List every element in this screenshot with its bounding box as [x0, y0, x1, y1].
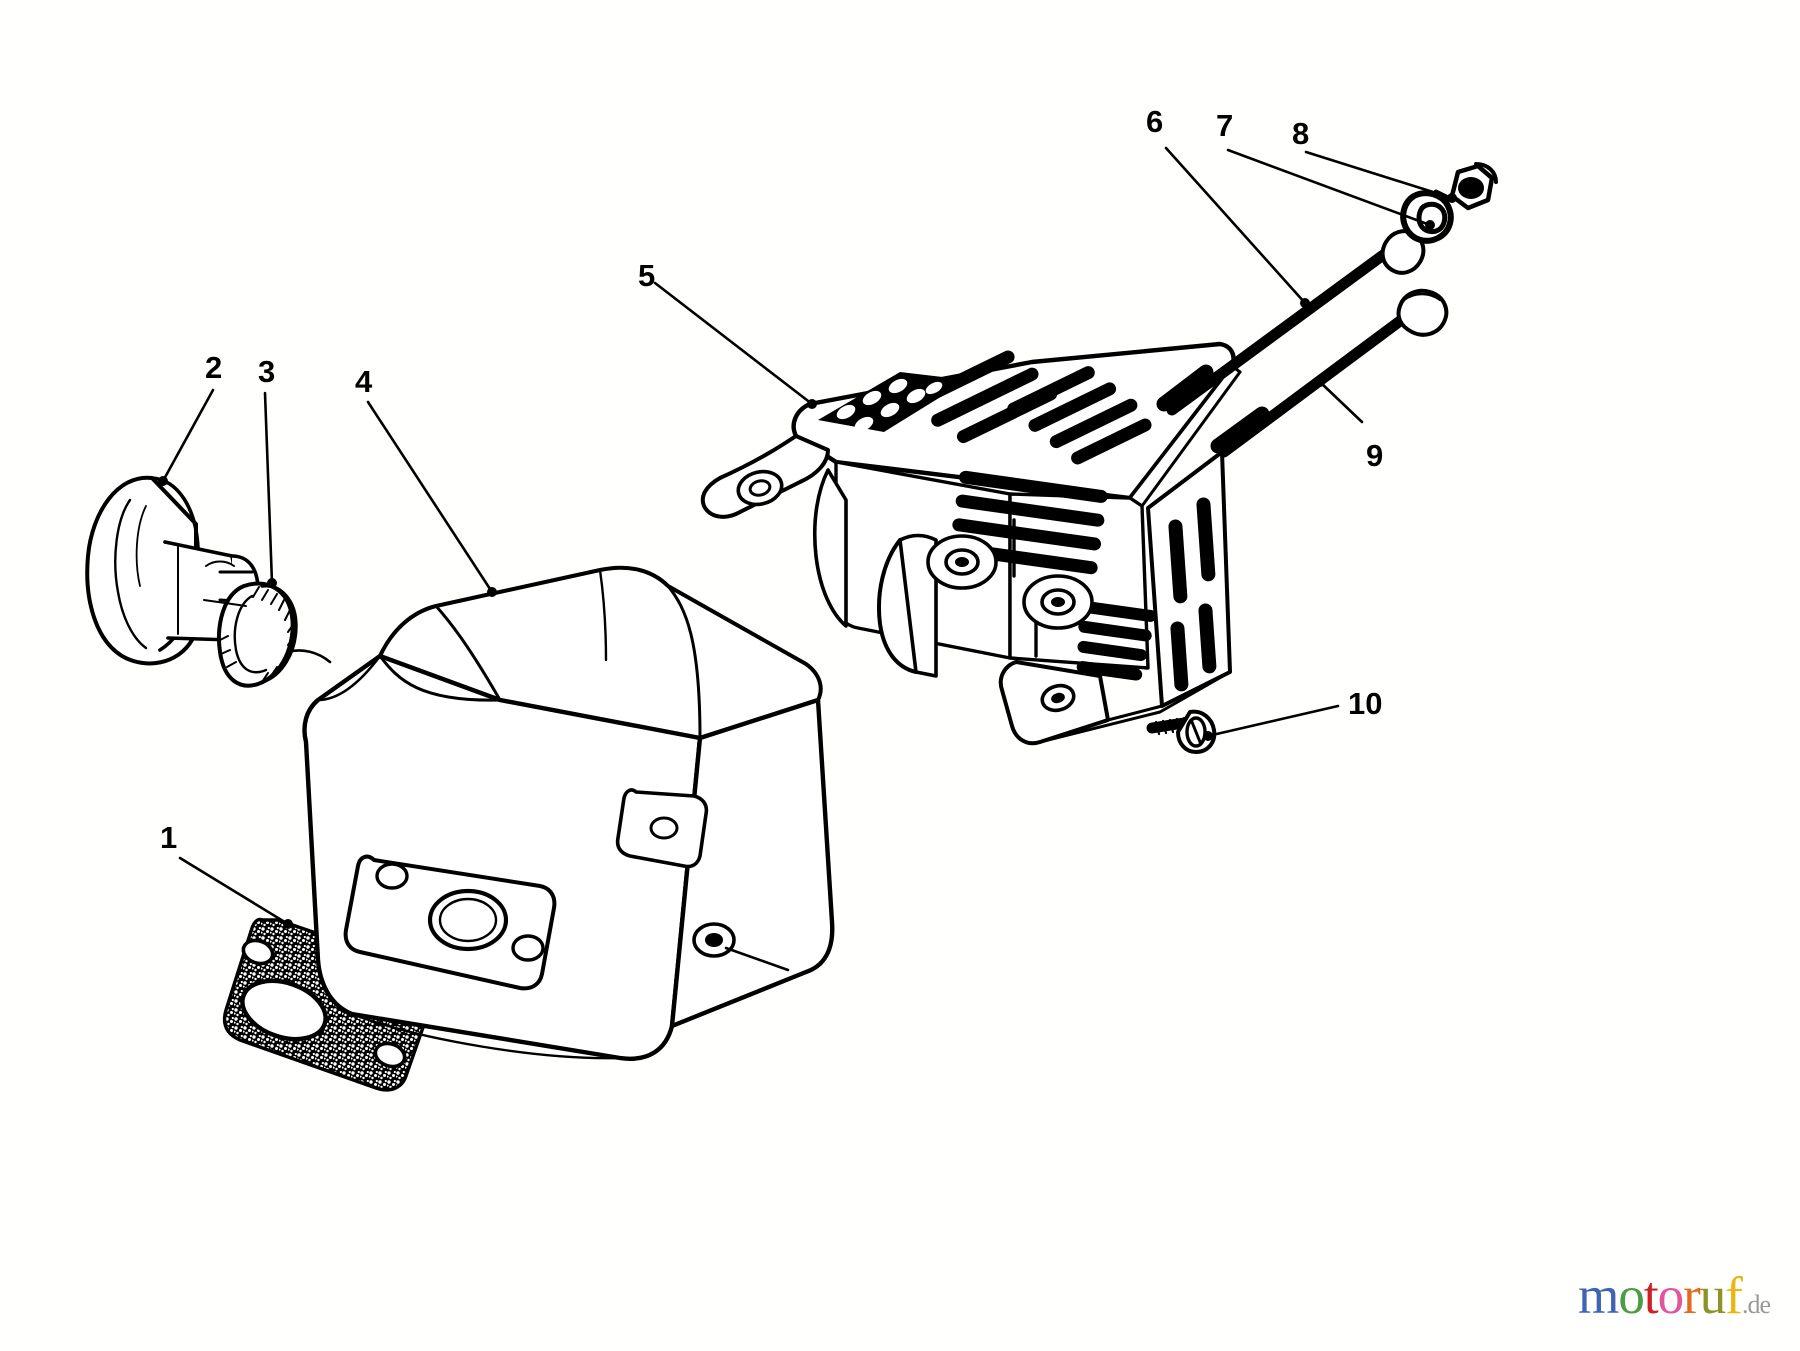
callout-number-7: 7 — [1216, 108, 1234, 143]
part-spark-arrestor — [85, 475, 260, 666]
callout-number-9: 9 — [1366, 438, 1384, 473]
leader-dot-2 — [158, 476, 168, 486]
site-watermark: motoruf.de — [1578, 1267, 1771, 1325]
leader-dot-7 — [1425, 220, 1435, 230]
leader-dot-1 — [283, 919, 293, 929]
part-long-bolt — [1156, 229, 1426, 416]
watermark-letter-4: r — [1683, 1267, 1701, 1325]
watermark-letter-6: f — [1725, 1267, 1743, 1325]
part-heat-shield — [700, 341, 1242, 746]
callout-number-8: 8 — [1292, 116, 1310, 151]
leader-line-2 — [161, 388, 215, 483]
watermark-letter-3: o — [1657, 1267, 1684, 1325]
callout-number-5: 5 — [638, 258, 656, 293]
callout-number-1: 1 — [160, 820, 178, 855]
part-retainer-clamp — [217, 581, 298, 688]
leader-line-3 — [263, 391, 274, 585]
part-hex-nut — [1449, 162, 1498, 211]
callout-number-6: 6 — [1146, 104, 1164, 139]
leader-line-8 — [1304, 150, 1454, 200]
leader-dot-8 — [1447, 193, 1457, 203]
leader-dot-5 — [807, 399, 817, 409]
leader-line-1 — [178, 856, 290, 926]
part-short-bolt — [1210, 288, 1449, 458]
leader-line-9 — [1318, 380, 1364, 424]
callout-number-4: 4 — [355, 364, 373, 399]
leader-line-6 — [1164, 146, 1307, 305]
watermark-letter-2: t — [1643, 1267, 1659, 1325]
watermark-tld: .de — [1741, 1290, 1771, 1319]
leader-dot-4 — [487, 587, 497, 597]
watermark-letter-5: u — [1699, 1267, 1726, 1325]
callout-number-3: 3 — [258, 354, 276, 389]
leader-line-10 — [1206, 704, 1340, 738]
callout-number-2: 2 — [205, 350, 223, 385]
leader-dot-6 — [1300, 298, 1310, 308]
part-muffler-body — [286, 565, 835, 1061]
watermark-letter-0: m — [1578, 1267, 1619, 1325]
leader-dot-3 — [267, 578, 277, 588]
leader-line-4 — [366, 400, 494, 594]
leader-line-5 — [653, 281, 814, 406]
callout-number-10: 10 — [1348, 686, 1383, 721]
watermark-letter-1: o — [1618, 1267, 1644, 1325]
leader-dot-10 — [1203, 731, 1213, 741]
leader-dot-9 — [1315, 377, 1325, 387]
leader-line-7 — [1226, 148, 1432, 227]
part-mounting-screw — [1146, 709, 1217, 754]
